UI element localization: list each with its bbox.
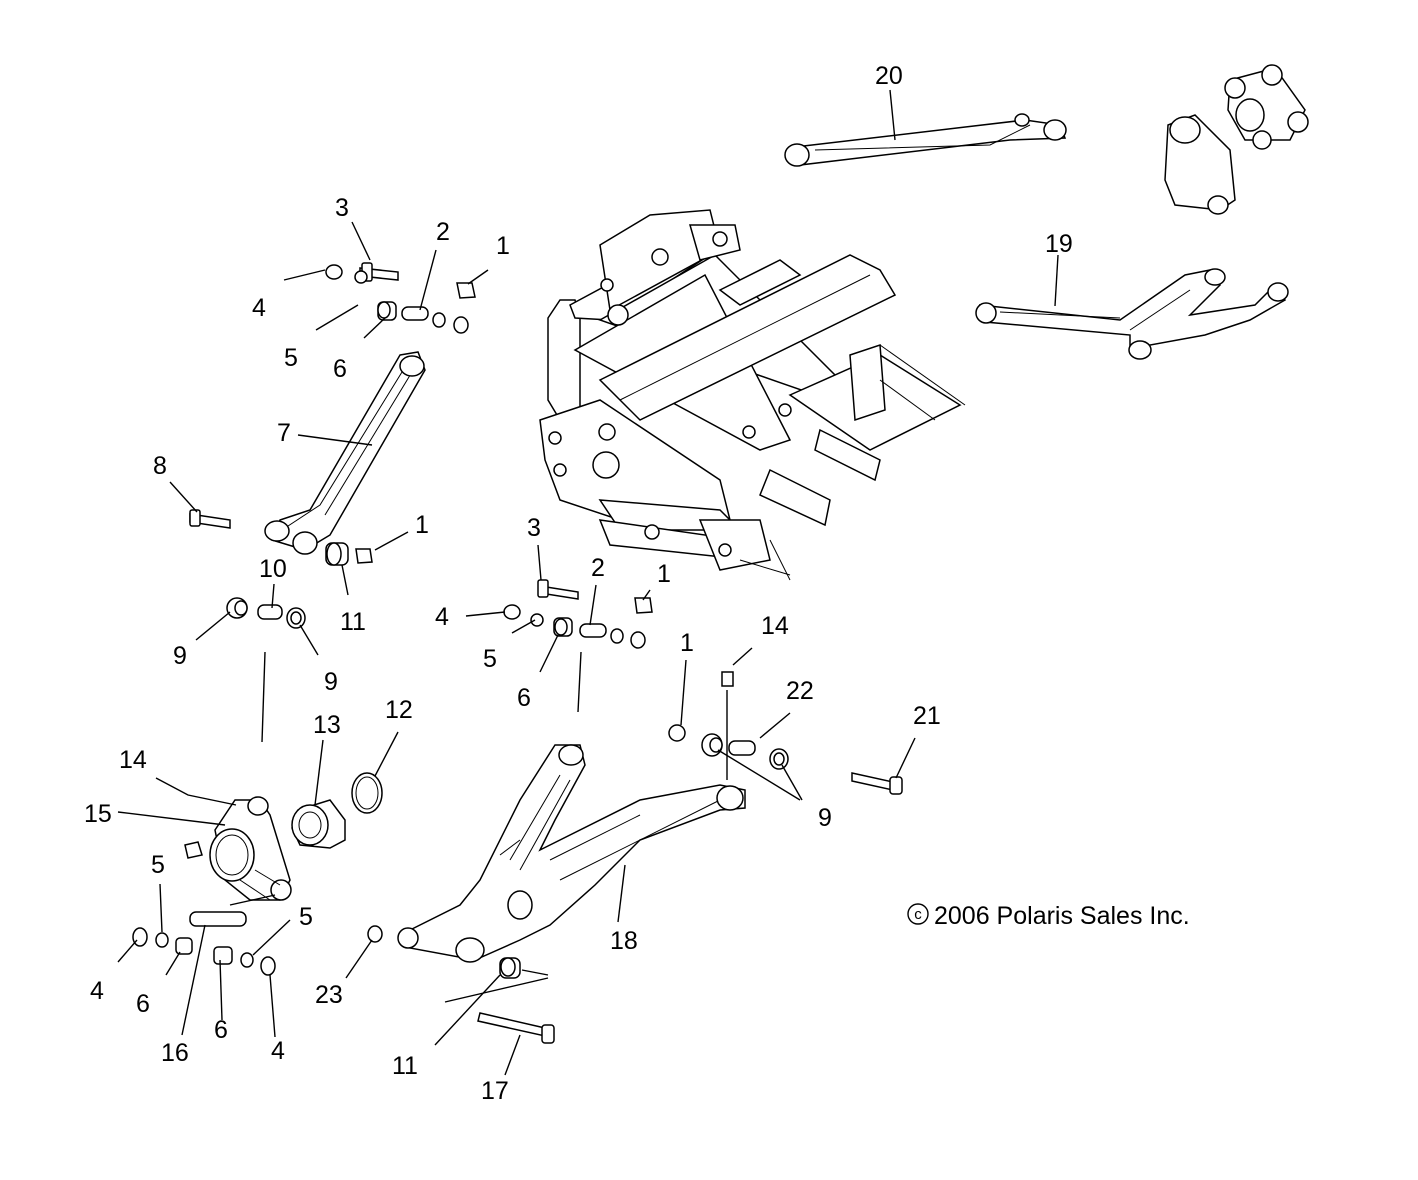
callout-2: 2 xyxy=(591,554,605,582)
callout-4: 4 xyxy=(271,1037,285,1065)
part-7-link-assembly xyxy=(189,351,426,566)
callout-15: 15 xyxy=(84,800,112,828)
callout-18: 18 xyxy=(610,927,638,955)
part-15-bearing-carrier xyxy=(209,796,292,901)
callout-7: 7 xyxy=(277,419,291,447)
callout-9: 9 xyxy=(324,668,338,696)
leader-lines xyxy=(117,89,1059,1076)
callout-9: 9 xyxy=(818,804,832,832)
hardware-group-center xyxy=(503,579,653,713)
callout-11: 11 xyxy=(392,1052,418,1080)
callout-10: 10 xyxy=(259,555,287,583)
callout-17: 17 xyxy=(481,1077,509,1105)
part-11-bushing-lower xyxy=(444,957,549,1003)
callout-9: 9 xyxy=(173,642,187,670)
copyright-text: 2006 Polaris Sales Inc. xyxy=(934,902,1190,930)
callout-20: 20 xyxy=(875,62,903,90)
callout-13: 13 xyxy=(313,711,341,739)
callout-6: 6 xyxy=(214,1016,228,1044)
callout-2: 2 xyxy=(436,218,450,246)
callout-5: 5 xyxy=(284,344,298,372)
callout-22: 22 xyxy=(786,677,814,705)
bushing-set-left xyxy=(226,597,306,743)
part-12-retaining-ring xyxy=(351,772,383,814)
callout-3: 3 xyxy=(527,514,541,542)
callout-6: 6 xyxy=(517,684,531,712)
callout-4: 4 xyxy=(90,977,104,1005)
callout-14: 14 xyxy=(119,746,147,774)
callout-3: 3 xyxy=(335,194,349,222)
callout-1: 1 xyxy=(415,511,429,539)
callout-5: 5 xyxy=(299,903,313,931)
copyright-circle xyxy=(907,903,929,925)
part-20-toe-link xyxy=(784,113,1067,167)
part-23-nut xyxy=(367,925,383,943)
callout-21: 21 xyxy=(913,702,941,730)
copyright-notice: c 2006 Polaris Sales Inc. xyxy=(907,902,1190,930)
callout-1: 1 xyxy=(496,232,510,260)
callout-14: 14 xyxy=(761,612,789,640)
callout-19: 19 xyxy=(1045,230,1073,258)
hardware-group-lower-left xyxy=(132,894,276,976)
part-18-lower-control-arm xyxy=(397,744,746,963)
part-17-bolt xyxy=(477,1012,555,1044)
part-13-bearing xyxy=(291,799,346,849)
callout-5: 5 xyxy=(483,645,497,673)
callout-23: 23 xyxy=(315,981,343,1009)
callout-4: 4 xyxy=(252,294,266,322)
callout-8: 8 xyxy=(153,452,167,480)
hardware-group-right xyxy=(668,671,903,795)
callout-1: 1 xyxy=(657,560,671,588)
hardware-group-upper-left xyxy=(325,262,476,334)
callout-11: 11 xyxy=(340,608,366,636)
frame-assembly xyxy=(539,209,966,581)
part-19-upper-control-arm xyxy=(975,268,1289,360)
callout-1: 1 xyxy=(680,629,694,657)
copyright-symbol: c xyxy=(914,906,922,923)
callout-5: 5 xyxy=(151,851,165,879)
callout-12: 12 xyxy=(385,696,413,724)
callout-6: 6 xyxy=(333,355,347,383)
callout-labels: 3 2 1 4 5 6 7 8 1 10 11 9 9 3 2 1 4 5 6 … xyxy=(84,62,1073,1105)
hub-bearing-carrier xyxy=(1164,64,1309,215)
callout-16: 16 xyxy=(161,1039,189,1067)
callout-4: 4 xyxy=(435,603,449,631)
part-14-grease-fitting-left xyxy=(184,841,203,859)
callout-6: 6 xyxy=(136,990,150,1018)
